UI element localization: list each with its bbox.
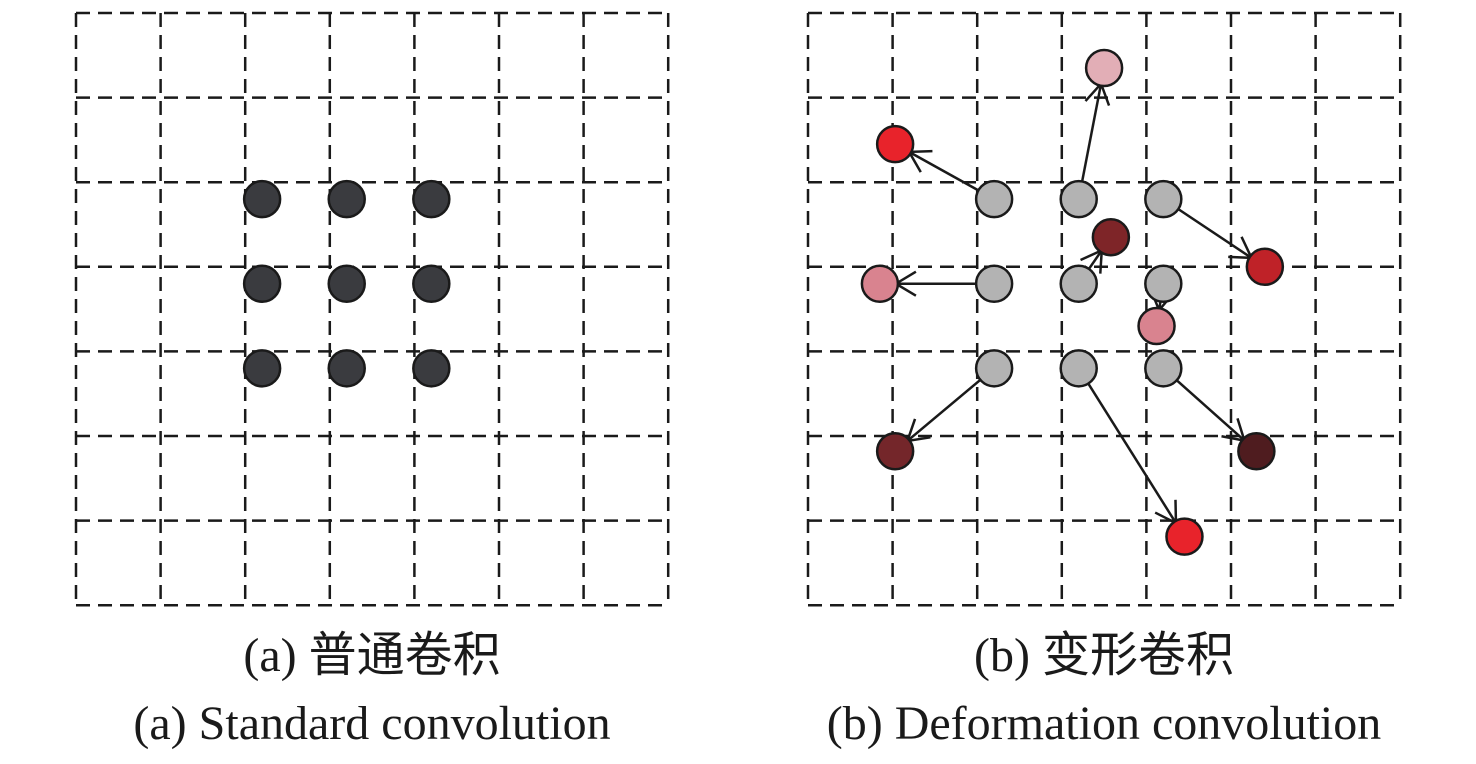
caption-a-english: (a) Standard convolution: [133, 697, 611, 750]
grid-b: [806, 11, 1402, 607]
sample-point-7: [327, 349, 366, 388]
offset-point-7: [1165, 517, 1204, 556]
panel-deformation-convolution: [806, 11, 1402, 607]
original-point-2: [1144, 179, 1183, 219]
original-point-8: [1144, 349, 1183, 388]
original-point-0: [974, 179, 1014, 219]
original-point-1: [1059, 179, 1098, 219]
offset-arrow-1: [1077, 67, 1106, 200]
offset-arrow-8: [1162, 367, 1258, 453]
samples-a: [242, 179, 451, 388]
offset-point-3: [860, 264, 900, 303]
original-point-7: [1059, 349, 1098, 388]
grid-a: [74, 11, 670, 607]
offset-point-5: [1137, 306, 1176, 346]
caption-b-english: (b) Deformation convolution: [826, 697, 1382, 750]
sample-point-8: [412, 349, 451, 388]
sample-point-0: [242, 179, 282, 219]
offset-arrow-7: [1077, 367, 1186, 538]
offset-point-2: [1245, 247, 1285, 287]
offset-point-6: [875, 431, 915, 471]
original-point-3: [974, 264, 1014, 303]
offset-arrow-2: [1162, 198, 1266, 268]
original-point-5: [1144, 264, 1183, 303]
caption-a-chinese: (a) 普通卷积: [243, 629, 501, 682]
offset-arrow-6: [894, 367, 995, 453]
sample-point-3: [242, 264, 282, 303]
original-point-4: [1059, 264, 1098, 303]
sample-point-6: [242, 349, 282, 388]
original-point-6: [974, 349, 1014, 388]
caption-b-chinese: (b) 变形卷积: [974, 629, 1234, 682]
offset-point-8: [1237, 431, 1276, 471]
offset-point-0: [875, 124, 915, 164]
offset-arrows: [879, 67, 1266, 538]
sample-point-5: [412, 264, 451, 303]
offset-point-1: [1084, 48, 1124, 88]
samples-b: [860, 48, 1285, 556]
sample-point-4: [327, 264, 366, 303]
offset-point-4: [1091, 217, 1131, 257]
sample-point-2: [412, 179, 451, 219]
sample-point-1: [327, 179, 366, 219]
panel-standard-convolution: [74, 11, 670, 607]
